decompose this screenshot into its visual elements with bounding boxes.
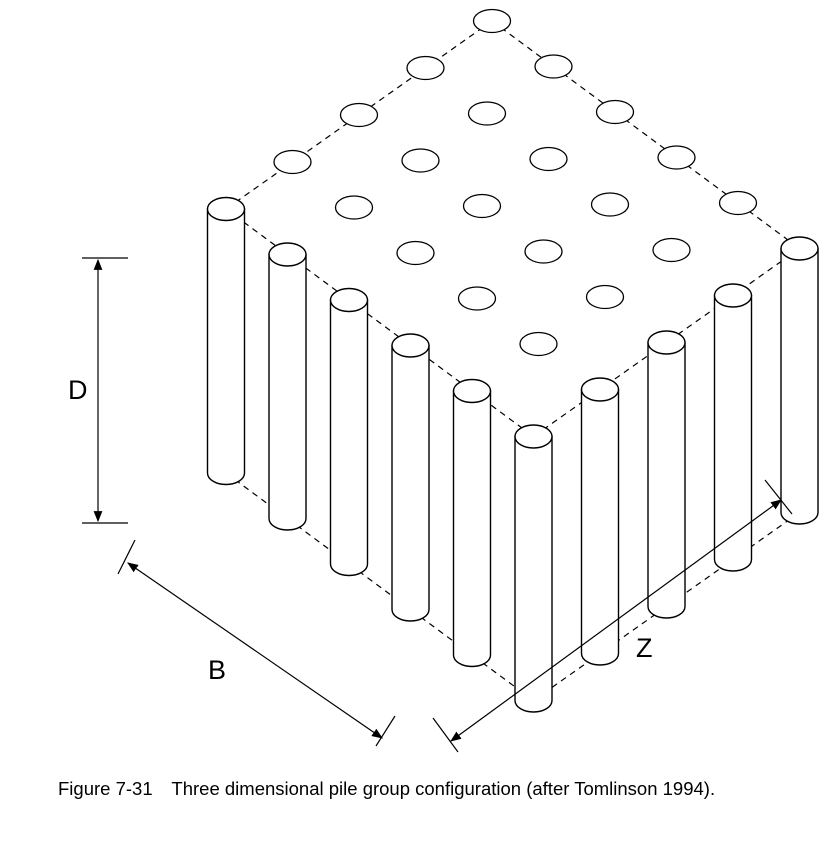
- pile-head: [524, 239, 563, 264]
- pile-head: [339, 102, 379, 128]
- pile-head: [590, 192, 630, 217]
- dimension-b: [117, 539, 396, 747]
- width-label: B: [208, 655, 226, 685]
- pile-head: [401, 148, 440, 173]
- pile-head: [595, 99, 635, 125]
- pile-head: [396, 240, 435, 266]
- dimension-d: [82, 257, 128, 524]
- pile-head: [534, 54, 573, 79]
- pile: [647, 330, 686, 619]
- pile-head: [718, 190, 758, 216]
- figure-caption: Figure 7-31 Three dimensional pile group…: [58, 778, 818, 800]
- pile-head: [657, 145, 696, 170]
- top-edge-front-z: [225, 208, 534, 437]
- pile: [329, 287, 369, 577]
- top-edge-z: [491, 20, 800, 249]
- pile-head: [652, 237, 691, 263]
- pile: [452, 378, 492, 668]
- pile-head: [529, 146, 568, 172]
- pile: [514, 424, 553, 713]
- pile: [780, 236, 819, 525]
- length-label: Z: [636, 633, 653, 663]
- pile-head: [519, 331, 558, 357]
- pile-head: [406, 55, 445, 81]
- pile: [391, 333, 430, 622]
- pile: [580, 377, 620, 666]
- pile-head: [334, 195, 374, 220]
- pile-group-outline: [225, 20, 800, 701]
- figure-title: Three dimensional pile group configurati…: [171, 778, 716, 799]
- pile: [713, 283, 753, 572]
- depth-label: D: [68, 375, 88, 405]
- dimension-z: [432, 479, 793, 753]
- pile: [206, 196, 246, 486]
- pile-head: [585, 284, 625, 310]
- pile-head: [467, 101, 507, 126]
- pile-head: [273, 149, 312, 175]
- pile-head: [472, 8, 512, 34]
- front-piles: [206, 196, 819, 713]
- pile-head: [462, 193, 502, 219]
- pile-group-diagram: D B Z: [68, 8, 819, 753]
- pile-heads-top: [273, 8, 758, 357]
- pile-head: [457, 286, 497, 311]
- pile: [268, 242, 307, 531]
- figure-number: Figure 7-31: [58, 778, 153, 799]
